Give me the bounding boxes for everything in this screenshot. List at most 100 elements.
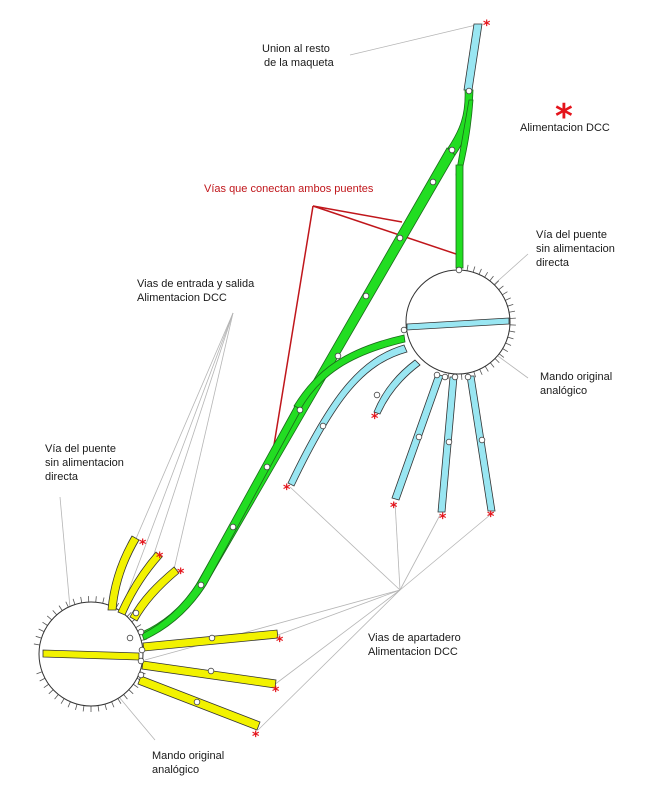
turntable-tick <box>478 268 482 275</box>
turntable-tick <box>39 677 46 682</box>
turntable-tick <box>472 266 476 273</box>
turntable-tick <box>33 643 40 646</box>
turntable-tick <box>117 698 122 704</box>
turntable-tick <box>46 615 53 621</box>
left-control-label-line2: analógico <box>152 764 199 776</box>
turntable-tick <box>490 362 495 368</box>
siding-tracks-label-line2: Alimentacion DCC <box>368 646 458 658</box>
track-joint <box>138 646 146 654</box>
labels: Union al resto de la maqueta Alimentacio… <box>45 43 615 776</box>
union-label-line2: de la maqueta <box>264 57 335 69</box>
track-joints <box>126 87 486 706</box>
feed-star: * <box>276 634 284 650</box>
turntable-tick <box>60 698 65 704</box>
feed-star: * <box>139 537 147 553</box>
siding-track-2 <box>373 359 421 415</box>
turntable-tick <box>58 605 63 611</box>
feed-star: * <box>390 500 398 516</box>
feed-star: * <box>252 729 260 745</box>
left-bridge-label-line1: Vía del puente <box>45 443 116 455</box>
turntable-tick <box>65 601 69 608</box>
track-joint <box>445 438 453 446</box>
track-joint <box>207 667 215 675</box>
track-joint <box>464 373 472 381</box>
connecting-tracks-callout <box>273 205 463 446</box>
siding-track-5 <box>466 375 496 512</box>
turntable-tick <box>80 596 83 603</box>
entry-tracks-label-line2: Alimentacion DCC <box>137 292 227 304</box>
yellow-siding-2 <box>141 660 277 689</box>
turntable-tick <box>484 271 489 278</box>
track-joint <box>433 371 441 379</box>
turntable-tick <box>509 330 516 333</box>
track-joint <box>396 234 404 242</box>
turntable-tick <box>494 280 500 286</box>
turntable-tick <box>498 285 504 290</box>
turntable-tick <box>447 373 450 380</box>
turntable-tick <box>48 689 54 695</box>
track-joint <box>229 523 237 531</box>
green-main-line <box>141 147 456 639</box>
turntable-tick <box>507 336 514 340</box>
feed-star: * <box>483 18 491 34</box>
turntable-tick <box>35 635 42 639</box>
track-joint <box>319 422 327 430</box>
feed-star: * <box>439 511 447 527</box>
track-joint <box>263 463 271 471</box>
right-bridge-label-line3: directa <box>536 257 570 269</box>
track-joint <box>334 352 342 360</box>
track-joint <box>137 657 145 665</box>
turntable-tick <box>54 694 59 700</box>
legend-dcc-label: Alimentacion DCC <box>520 122 610 134</box>
green-track-to-right-turntable <box>455 164 464 269</box>
track-joint <box>455 266 463 274</box>
turntable-tick <box>38 628 45 632</box>
right-control-label-line1: Mando original <box>540 371 612 383</box>
turntable-tick <box>102 597 105 604</box>
connection-track <box>463 23 483 91</box>
turntable-tick <box>97 705 100 712</box>
track-joint <box>429 178 437 186</box>
feed-star: * <box>177 566 185 582</box>
track-joint <box>478 436 486 444</box>
turntable-tick <box>67 701 71 708</box>
feed-star: * <box>156 550 164 566</box>
turntable-tick <box>133 683 139 689</box>
track-joint <box>296 406 304 414</box>
leader-lines <box>59 24 529 741</box>
cyan-tracks <box>287 23 510 513</box>
green-track-lower <box>141 405 302 641</box>
right-bridge-label-line1: Vía del puente <box>536 229 607 241</box>
track-joint <box>362 292 370 300</box>
track-joint <box>193 698 201 706</box>
left-bridge-label-line2: sin alimentacion <box>45 457 124 469</box>
turntable-tick <box>123 694 128 700</box>
left-control-label-line1: Mando original <box>152 750 224 762</box>
track-joint <box>137 671 145 679</box>
turntable-tick <box>505 297 511 301</box>
track-joint <box>137 628 145 636</box>
feed-star: * <box>371 411 379 427</box>
track-joint <box>126 634 134 642</box>
yellow-entry-3 <box>129 566 180 622</box>
feed-markers: * * * * * * * * * * * * * <box>139 18 573 745</box>
turntable-tick <box>479 369 483 375</box>
turntable-tick <box>473 371 477 378</box>
track-joint <box>465 87 473 95</box>
turntable-tick <box>498 353 505 358</box>
turntable-tick <box>82 705 85 712</box>
right-control-label-line2: analógico <box>540 385 587 397</box>
track-joint <box>132 609 140 617</box>
siding-tracks-label-line1: Vias de apartadero <box>368 632 461 644</box>
entry-tracks-label-line1: Vias de entrada y salida <box>137 278 255 290</box>
legend-star-icon: * <box>555 97 573 137</box>
feed-star: * <box>487 509 495 525</box>
track-joint <box>400 326 408 334</box>
turntable-tick <box>75 703 78 710</box>
feed-star: * <box>283 482 291 498</box>
turntable-tick <box>509 310 516 313</box>
turntable-tick <box>489 275 494 282</box>
union-label-line1: Union al resto <box>262 43 330 55</box>
track-joint <box>197 581 205 589</box>
